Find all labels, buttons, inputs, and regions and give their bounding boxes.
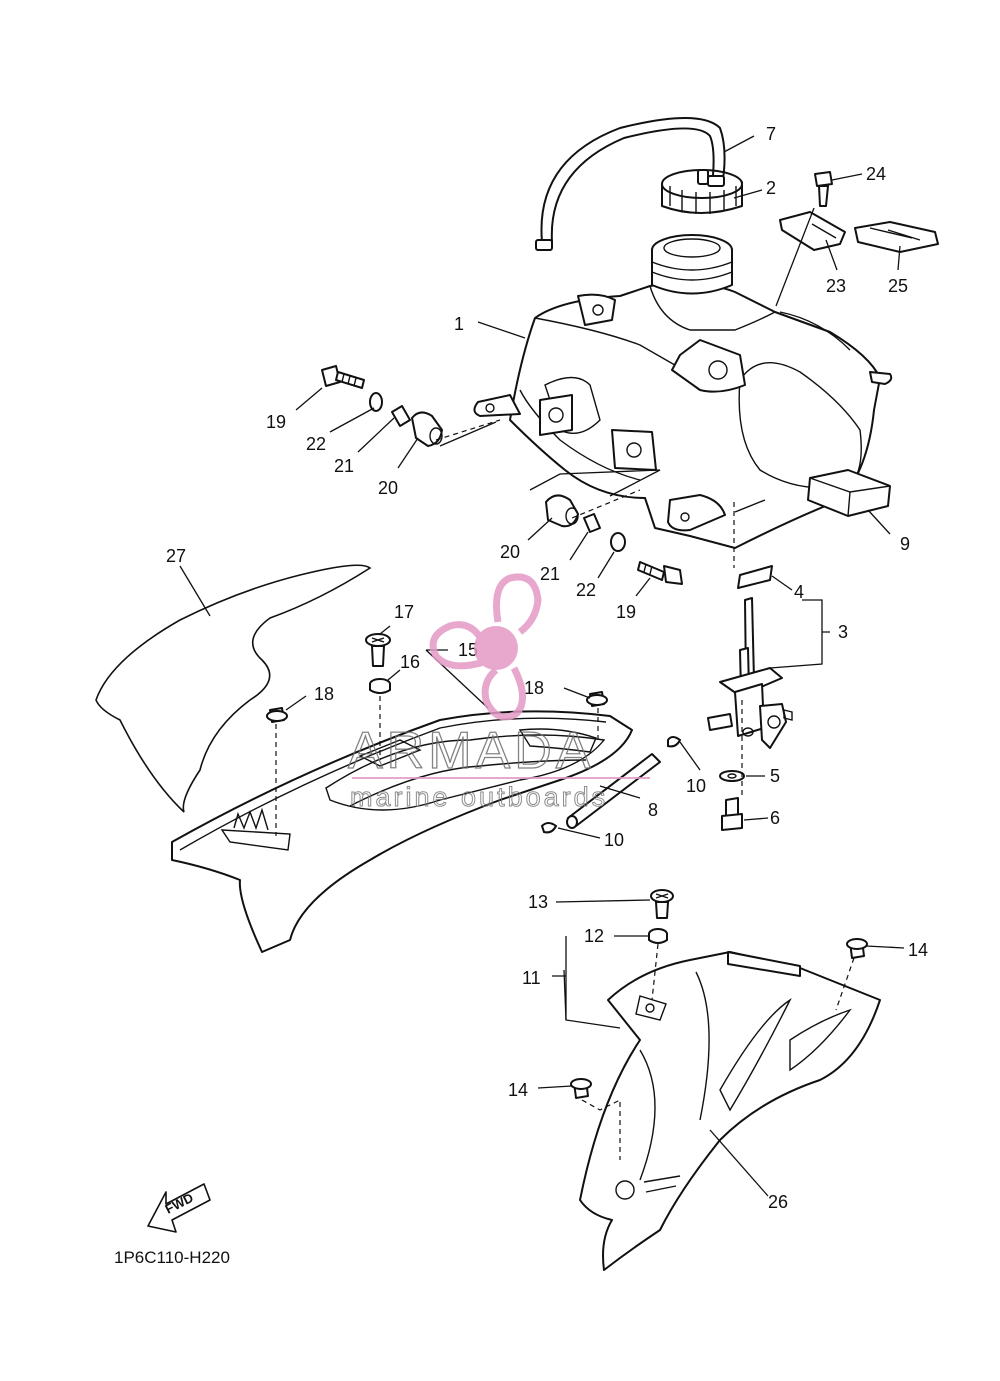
callout-10b: 10 bbox=[604, 830, 624, 850]
band-clip-25 bbox=[854, 221, 939, 253]
screw-17 bbox=[365, 633, 391, 667]
forward-direction-arrow: FWD bbox=[147, 1183, 211, 1233]
collar-16 bbox=[369, 678, 391, 694]
callout-26: 26 bbox=[768, 1192, 788, 1212]
bracket-23 bbox=[779, 211, 846, 251]
callout-24: 24 bbox=[866, 164, 886, 184]
callout-7: 7 bbox=[766, 124, 776, 144]
callout-numbers: 1 2 3 4 5 6 7 8 9 10 10 11 12 13 14 14 1… bbox=[166, 124, 928, 1212]
callout-27: 27 bbox=[166, 546, 186, 566]
callout-14a: 14 bbox=[908, 940, 928, 960]
callout-14b: 14 bbox=[508, 1080, 528, 1100]
hose-clip-10 bbox=[540, 736, 682, 834]
collar-12 bbox=[648, 928, 668, 944]
fuel-tank bbox=[473, 234, 893, 549]
callout-22b: 22 bbox=[576, 580, 596, 600]
callout-8: 8 bbox=[648, 800, 658, 820]
mount-hardware-upper bbox=[321, 365, 443, 447]
diagram-code: 1P6C110-H220 bbox=[114, 1248, 230, 1267]
callout-1: 1 bbox=[454, 314, 464, 334]
dashed-alignment-lines bbox=[275, 419, 855, 1160]
callout-21a: 21 bbox=[334, 456, 354, 476]
leader-lines bbox=[179, 135, 905, 1197]
watermark-tagline: marine outboards bbox=[350, 782, 608, 812]
callout-25: 25 bbox=[888, 276, 908, 296]
callout-5: 5 bbox=[770, 766, 780, 786]
rivet-18 bbox=[266, 691, 608, 723]
callout-3: 3 bbox=[838, 622, 848, 642]
callout-13: 13 bbox=[528, 892, 548, 912]
fuel-cock-assembly bbox=[707, 565, 793, 749]
callout-20b: 20 bbox=[500, 542, 520, 562]
callout-12: 12 bbox=[584, 926, 604, 946]
propeller-hub bbox=[474, 626, 518, 670]
breather-hose bbox=[535, 117, 726, 251]
callout-10a: 10 bbox=[686, 776, 706, 796]
watermark: ARMADA marine outboards bbox=[347, 573, 650, 813]
callout-9: 9 bbox=[900, 534, 910, 554]
bolt-24 bbox=[814, 171, 833, 207]
callout-21b: 21 bbox=[540, 564, 560, 584]
fuel-tank-cap bbox=[661, 169, 743, 214]
watermark-name: ARMADA bbox=[348, 722, 594, 780]
callout-22a: 22 bbox=[306, 434, 326, 454]
screw-13 bbox=[650, 889, 674, 919]
washer-5 bbox=[719, 770, 745, 782]
graphic-decal-27 bbox=[95, 564, 372, 813]
callout-23: 23 bbox=[826, 276, 846, 296]
rivet-14 bbox=[570, 938, 868, 1099]
callout-16: 16 bbox=[400, 652, 420, 672]
screw-6 bbox=[721, 797, 743, 831]
callout-19b: 19 bbox=[616, 602, 636, 622]
callout-19a: 19 bbox=[266, 412, 286, 432]
tank-shroud-15 bbox=[171, 710, 633, 953]
callout-6: 6 bbox=[770, 808, 780, 828]
callout-4: 4 bbox=[794, 582, 804, 602]
callout-18a: 18 bbox=[314, 684, 334, 704]
tank-pad-9 bbox=[807, 469, 891, 517]
mount-hardware-lower bbox=[545, 494, 683, 585]
callout-18b: 18 bbox=[524, 678, 544, 698]
callout-11: 11 bbox=[522, 968, 541, 988]
callout-15: 15 bbox=[458, 640, 478, 660]
side-cover-26 bbox=[579, 951, 881, 1271]
callout-20a: 20 bbox=[378, 478, 398, 498]
propeller-logo bbox=[429, 573, 542, 721]
callout-2: 2 bbox=[766, 178, 776, 198]
callout-17: 17 bbox=[394, 602, 414, 622]
